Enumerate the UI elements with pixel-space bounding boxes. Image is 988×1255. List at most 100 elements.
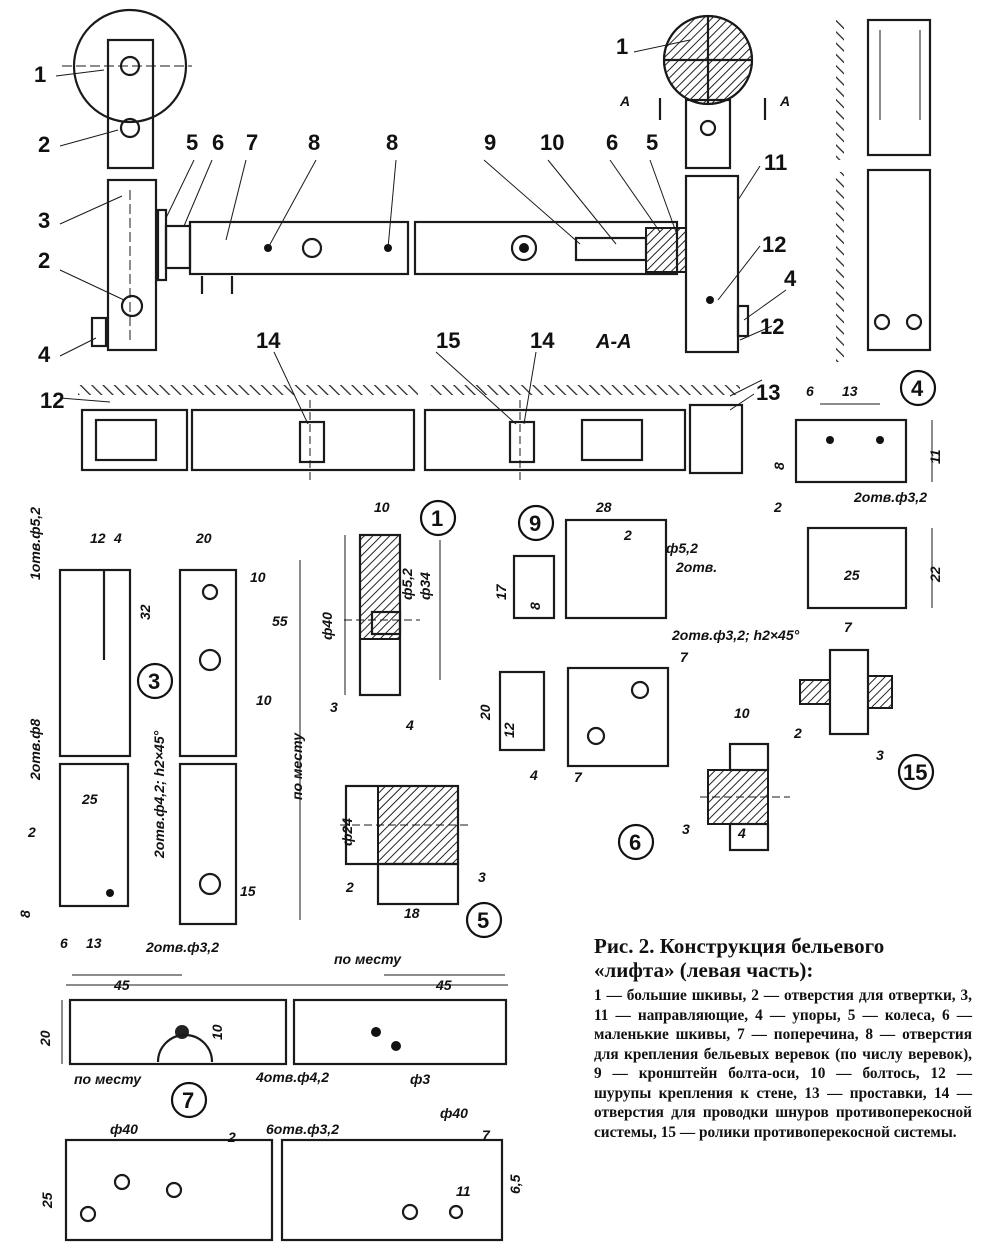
dim-holes-52: 1отв.ф5,2 [27,507,43,580]
dim-20-c: 20 [37,1030,53,1047]
svg-text:4: 4 [911,376,924,401]
dim-40-b: ф40 [440,1105,468,1121]
dim-25-a: 25 [81,791,98,807]
dim-8-c: 8 [771,462,787,470]
detail-number-6: 6 [617,823,655,861]
callout-7: 7 [246,130,258,155]
callout-12-left: 12 [40,388,64,413]
detail-15 [799,648,893,736]
dim-55: 55 [272,613,288,629]
callout-10: 10 [540,130,564,155]
dim-40-a: ф40 [110,1121,138,1137]
detail-9 [498,518,670,768]
svg-text:5: 5 [477,908,489,933]
dim-20: 20 [195,530,212,546]
dim-holes-4x42: 4отв.ф4,2 [255,1069,329,1085]
dim-25-c: 25 [39,1192,55,1209]
callout-1-left: 1 [34,62,46,87]
callout-12-mid: 12 [760,314,784,339]
crossbar-assembly [188,220,687,294]
callout-13: 13 [756,380,780,405]
dim-8-b: 8 [527,602,543,610]
dim-4-b: 4 [405,717,414,733]
svg-text:3: 3 [148,669,160,694]
callout-6-right: 6 [606,130,618,155]
callout-4-right: 4 [784,266,797,291]
callout-6-left: 6 [212,130,224,155]
dim-holes-32-a: 2отв.ф3,2 [145,939,219,955]
dim-20-b: 20 [477,704,493,721]
dim-12-b: 12 [501,722,517,738]
dim-2-d: 2 [793,725,802,741]
dim-po-mestu-side: по месту [289,732,305,800]
dim-10-b: 10 [256,692,272,708]
dim-12: 12 [90,530,106,546]
dim-10-e: 10 [209,1024,225,1040]
detail-number-9: 9 [517,504,555,542]
callout-9: 9 [484,130,496,155]
caption-title-1: Рис. 2. Конструкция бельевого [594,934,885,958]
callout-2-top: 2 [38,132,50,157]
callout-5-left: 5 [186,130,198,155]
dim-13-b: 13 [842,383,858,399]
dim-phi40: ф40 [319,612,335,640]
dim-7-d: 7 [482,1127,491,1143]
dim-phi52-b: ф5,2 [666,540,698,556]
dim-2-b: 2 [623,527,632,543]
dim-13-a: 13 [86,935,102,951]
svg-text:15: 15 [903,760,927,785]
dim-17: 17 [493,583,509,600]
svg-text:9: 9 [529,511,541,536]
dim-11-b: 11 [456,1183,471,1199]
dim-holes-42: 2отв.ф4,2; h2×45° [151,730,167,859]
left-pulley-assembly [62,8,192,352]
dim-8-a: 8 [17,910,33,918]
callout-8-right: 8 [386,130,398,155]
dim-45-b: 45 [435,977,452,993]
detail-number-1: 1 [419,499,457,537]
dim-2otv: 2отв. [675,559,717,575]
section-label: А-А [595,331,632,353]
dim-10-a: 10 [250,569,266,585]
callout-3: 3 [38,208,50,233]
dim-4-c: 4 [529,767,538,783]
dim-10-c: 10 [374,499,390,515]
dim-45-a: 45 [113,977,130,993]
dim-holes-6x32: 6отв.ф3,2 [266,1121,339,1137]
dim-11: 11 [927,449,943,464]
detail-7 [64,998,508,1242]
callout-4-left: 4 [38,342,51,367]
dim-65: 6,5 [507,1174,523,1194]
dim-phi52: ф5,2 [399,568,415,600]
dim-phi3: ф3 [410,1071,430,1087]
dim-2-f: 2 [227,1129,236,1145]
callout-1-right: 1 [616,34,628,59]
dim-po-mestu-top: по месту [334,951,402,967]
dim-holes-32-b: 2отв.ф3,2 [853,489,927,505]
callout-14-right: 14 [530,328,555,353]
dim-4: 4 [113,530,122,546]
svg-text:7: 7 [182,1088,194,1113]
dim-phi24: ф24 [339,818,355,846]
detail-4 [794,418,908,610]
dim-6-a: 6 [60,935,68,951]
dim-2-a: 2 [27,824,36,840]
dim-3-c: 3 [682,821,690,837]
detail-number-5: 5 [465,901,503,939]
dim-holes-32h: 2отв.ф3,2; h2×45° [671,627,800,643]
side-view [836,18,932,362]
caption-legend: 1 — большие шкивы, 2 — отверстия для отв… [594,987,972,1141]
section-mark-right: А [779,93,790,109]
dim-4-d: 4 [737,825,746,841]
dim-2-c: 2 [773,499,782,515]
dim-7-c: 7 [844,619,853,635]
detail-number-3: 3 [136,662,174,700]
dim-2-e: 2 [345,879,354,895]
dim-7-b: 7 [574,769,583,785]
detail-1 [344,533,420,697]
callout-15: 15 [436,328,460,353]
detail-6 [700,742,790,852]
section-aa [78,385,744,480]
